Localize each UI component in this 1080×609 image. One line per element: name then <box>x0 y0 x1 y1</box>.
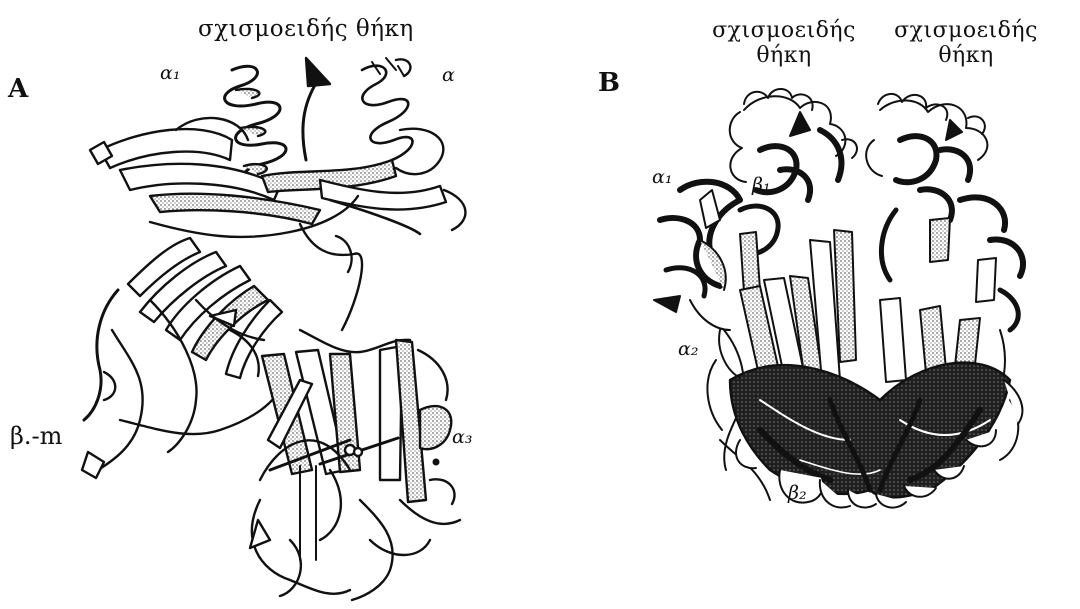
connector-loop <box>300 224 362 330</box>
panel-b-alpha2-label: α₂ <box>678 340 698 359</box>
panel-b-structure <box>654 89 1023 508</box>
panel-b-cleft-left-line2: θήκη <box>706 43 862 68</box>
panel-a-structure <box>82 58 465 600</box>
panel-a-cleft-label: σχισμοειδής θήκη <box>198 18 414 41</box>
panel-b-cleft-left-label: σχισμοειδής θήκη <box>706 18 862 69</box>
panel-b-cleft-right-line1: σχισμοειδής <box>888 18 1044 43</box>
beta2m-domain <box>82 238 282 478</box>
panel-b-beta1-label: β₁ <box>752 176 771 195</box>
cleft-arrow-icon <box>303 58 330 160</box>
panel-b-cleft-left-line1: σχισμοειδής <box>706 18 862 43</box>
panel-a-alpha1-label: α₁ <box>160 64 180 83</box>
panel-b-alpha1-label: α₁ <box>652 168 672 187</box>
panel-a-beta2m-label: β.-m <box>10 424 62 448</box>
panel-a-letter: A <box>8 76 28 102</box>
panel-a-alpha3-label: α₃ <box>452 428 472 447</box>
panel-b-cleft-right-label: σχισμοειδής θήκη <box>888 18 1044 69</box>
alpha2-helix <box>362 58 413 160</box>
panel-b-cleft-right-line2: θήκη <box>888 43 1044 68</box>
panel-a-alpha2-label: α <box>442 66 455 85</box>
panel-b-letter: B <box>598 70 620 96</box>
alpha3-domain <box>250 330 460 600</box>
beta-sheet-floor <box>90 118 465 237</box>
panel-b-beta2-label: β₂ <box>788 484 807 503</box>
